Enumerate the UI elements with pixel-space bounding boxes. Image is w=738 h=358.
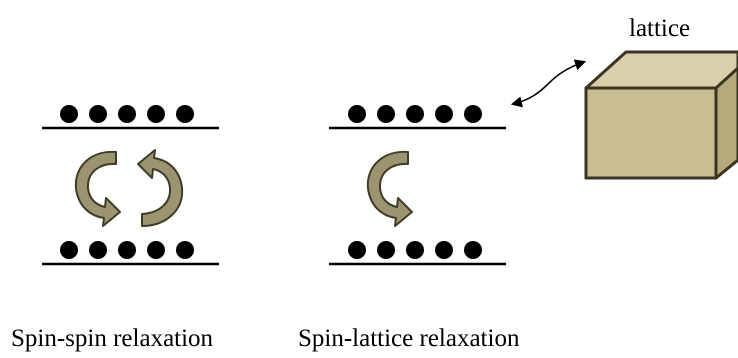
spin-lattice-caption: Spin-lattice relaxation <box>298 325 520 352</box>
spin-dot <box>377 241 395 259</box>
spin-dots <box>348 105 482 123</box>
spin-dot <box>435 241 453 259</box>
spin-spin-upper-level <box>42 105 219 130</box>
spin-dot <box>348 105 366 123</box>
spin-dot <box>147 105 165 123</box>
spin-dots <box>348 241 482 259</box>
lattice-label: lattice <box>629 15 691 42</box>
spin-dot <box>60 105 78 123</box>
spin-dot <box>89 241 107 259</box>
spin-dot <box>464 105 482 123</box>
spin-lattice-panel <box>329 105 506 266</box>
spin-dot <box>60 241 78 259</box>
lattice-cube <box>584 50 738 180</box>
spin-spin-panel <box>42 105 219 266</box>
cube-top-face <box>584 50 738 90</box>
spin-dot <box>176 105 194 123</box>
curved-arrow-down-icon <box>366 150 413 227</box>
spin-dot <box>348 241 366 259</box>
spin-dots <box>60 241 194 259</box>
spin-dot <box>435 105 453 123</box>
exchange-arrow-icon <box>510 59 587 108</box>
cube-front-face <box>584 86 718 180</box>
spin-dot <box>89 105 107 123</box>
spin-dot <box>377 105 395 123</box>
spin-dot <box>118 105 136 123</box>
spin-dots <box>60 105 194 123</box>
spin-spin-caption: Spin-spin relaxation <box>11 325 214 352</box>
spin-dot <box>464 241 482 259</box>
curved-arrow-up-icon <box>137 149 184 227</box>
cube-side-face <box>714 66 738 180</box>
curved-arrow-down-icon <box>74 150 121 227</box>
spin-dot <box>118 241 136 259</box>
spin-dot <box>147 241 165 259</box>
spin-dot <box>406 241 424 259</box>
spin-lattice-lower-level <box>329 241 506 266</box>
spin-spin-lower-level <box>42 241 219 266</box>
spin-dot <box>176 241 194 259</box>
spin-dot <box>406 105 424 123</box>
spin-lattice-upper-level <box>329 105 506 130</box>
